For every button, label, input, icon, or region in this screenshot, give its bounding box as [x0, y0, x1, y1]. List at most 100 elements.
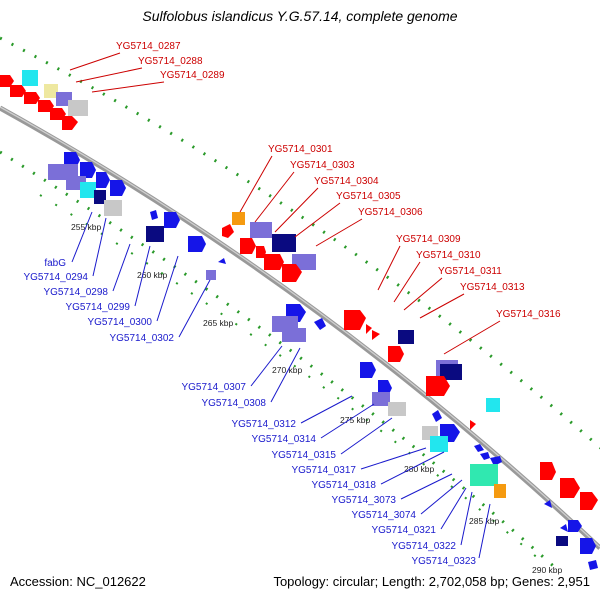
reverse-gene-label[interactable]: YG5714_0318	[311, 480, 376, 491]
forward-leader-line	[294, 202, 341, 238]
feature-arrow[interactable]	[568, 520, 582, 532]
feature-arrow[interactable]	[110, 180, 126, 196]
reverse-gene-label[interactable]: fabG	[44, 258, 66, 269]
feature-arrow[interactable]	[540, 462, 556, 480]
forward-gene-label[interactable]: YG5714_0306	[358, 207, 423, 218]
reverse-gene-label[interactable]: YG5714_0323	[411, 556, 476, 567]
feature-arrow[interactable]	[218, 258, 226, 264]
feature-arrow[interactable]	[470, 420, 476, 430]
feature-arrow[interactable]	[62, 116, 78, 130]
feature-box[interactable]	[206, 270, 216, 280]
feature-arrow[interactable]	[372, 330, 380, 340]
feature-box[interactable]	[146, 226, 164, 242]
feature-box[interactable]	[250, 222, 272, 238]
feature-arrow[interactable]	[96, 172, 110, 188]
forward-gene-label[interactable]: YG5714_0289	[160, 70, 225, 81]
forward-gene-label[interactable]: YG5714_0316	[496, 309, 561, 320]
reverse-gene-label[interactable]: YG5714_0308	[201, 398, 266, 409]
feature-arrow[interactable]	[264, 254, 284, 270]
feature-arrow[interactable]	[0, 75, 14, 87]
forward-leader-line	[443, 320, 501, 355]
feature-arrow[interactable]	[580, 492, 598, 510]
forward-leader-line	[377, 245, 401, 291]
reverse-gene-label[interactable]: YG5714_0307	[181, 382, 246, 393]
feature-box[interactable]	[556, 536, 568, 546]
reverse-gene-label[interactable]: YG5714_3074	[351, 510, 416, 521]
feature-arrow[interactable]	[588, 560, 598, 570]
reverse-gene-label[interactable]: YG5714_0322	[391, 541, 456, 552]
feature-box[interactable]	[104, 200, 122, 216]
reverse-gene-label[interactable]: YG5714_0294	[23, 272, 88, 283]
feature-box[interactable]	[470, 464, 498, 486]
feature-box[interactable]	[440, 364, 462, 380]
feature-box[interactable]	[292, 254, 316, 270]
feature-arrow[interactable]	[282, 264, 302, 282]
feature-box[interactable]	[22, 70, 38, 86]
feature-arrow[interactable]	[490, 456, 502, 466]
feature-box[interactable]	[486, 398, 500, 412]
reverse-leader-line	[71, 211, 93, 263]
reverse-gene-label[interactable]: YG5714_0314	[251, 434, 316, 445]
feature-arrow[interactable]	[544, 500, 552, 508]
feature-arrow[interactable]	[366, 324, 372, 334]
reverse-gene-label[interactable]: YG5714_0302	[109, 333, 174, 344]
forward-gene-label[interactable]: YG5714_0287	[116, 41, 181, 52]
forward-gene-label[interactable]: YG5714_0311	[438, 266, 502, 277]
feature-arrow[interactable]	[432, 410, 442, 422]
forward-gene-label[interactable]: YG5714_0304	[314, 176, 379, 187]
reverse-gene-label[interactable]: YG5714_0315	[271, 450, 336, 461]
feature-box[interactable]	[398, 330, 414, 344]
feature-arrow[interactable]	[344, 310, 366, 330]
feature-box[interactable]	[494, 484, 506, 498]
feature-arrow[interactable]	[314, 318, 326, 330]
scale-label: 265 kbp	[203, 318, 234, 328]
reverse-gene-label[interactable]: YG5714_0298	[43, 287, 108, 298]
forward-gene-label[interactable]: YG5714_0288	[138, 56, 203, 67]
reverse-gene-label[interactable]: YG5714_3073	[331, 495, 396, 506]
feature-arrow[interactable]	[256, 246, 266, 258]
feature-box[interactable]	[372, 392, 390, 406]
reverse-gene-label[interactable]: YG5714_0317	[291, 465, 356, 476]
reverse-leader-line	[460, 491, 473, 546]
feature-box[interactable]	[44, 84, 58, 98]
feature-arrow[interactable]	[164, 212, 180, 228]
feature-arrow[interactable]	[10, 85, 26, 97]
feature-box[interactable]	[388, 402, 406, 416]
feature-arrow[interactable]	[388, 346, 404, 362]
feature-arrow[interactable]	[474, 444, 484, 452]
forward-gene-label[interactable]: YG5714_0310	[416, 250, 481, 261]
feature-box[interactable]	[80, 182, 96, 198]
reverse-gene-label[interactable]: YG5714_0300	[87, 317, 152, 328]
reverse-gene-label[interactable]: YG5714_0299	[65, 302, 130, 313]
feature-box[interactable]	[94, 190, 106, 204]
forward-gene-label[interactable]: YG5714_0305	[336, 191, 401, 202]
reverse-gene-label[interactable]: YG5714_0312	[231, 419, 296, 430]
feature-box[interactable]	[232, 212, 245, 225]
forward-gene-label[interactable]: YG5714_0309	[396, 234, 461, 245]
feature-box[interactable]	[430, 436, 448, 452]
feature-arrow[interactable]	[80, 162, 96, 178]
feature-arrow[interactable]	[580, 538, 596, 554]
feature-arrow[interactable]	[240, 238, 256, 254]
forward-leader-line	[393, 261, 421, 303]
feature-arrow[interactable]	[426, 376, 450, 396]
feature-arrow[interactable]	[150, 210, 158, 220]
forward-gene-label[interactable]: YG5714_0303	[290, 160, 355, 171]
feature-arrow[interactable]	[24, 92, 40, 104]
forward-gene-label[interactable]: YG5714_0313	[460, 282, 525, 293]
reverse-gene-label[interactable]: YG5714_0321	[371, 525, 436, 536]
reverse-leader-line	[134, 245, 151, 307]
feature-arrow[interactable]	[222, 224, 234, 238]
feature-arrow[interactable]	[480, 452, 490, 460]
forward-gene-labels: YG5714_0287YG5714_0288YG5714_0289YG5714_…	[69, 41, 561, 355]
feature-box[interactable]	[272, 234, 296, 252]
feature-arrow[interactable]	[560, 478, 580, 498]
feature-arrow[interactable]	[360, 362, 376, 378]
feature-arrow[interactable]	[188, 236, 206, 252]
forward-leader-line	[254, 171, 295, 223]
forward-gene-label[interactable]: YG5714_0301	[268, 144, 333, 155]
feature-box[interactable]	[68, 100, 88, 116]
reverse-leader-line	[270, 347, 301, 403]
feature-box[interactable]	[282, 328, 306, 342]
feature-arrow[interactable]	[560, 524, 568, 532]
